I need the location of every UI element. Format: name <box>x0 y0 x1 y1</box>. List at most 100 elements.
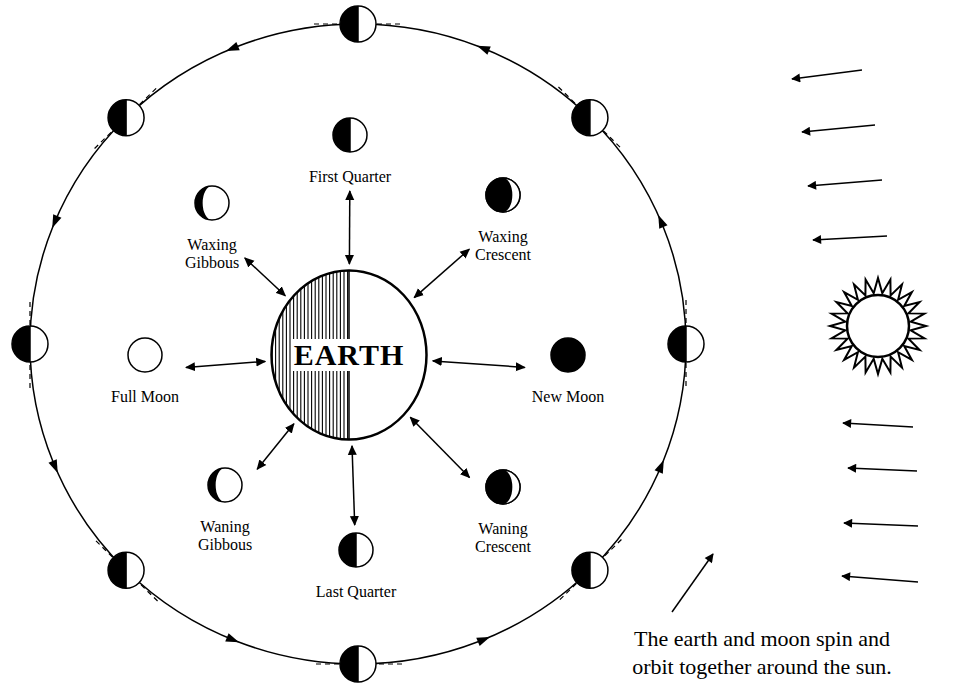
phase-label: Waxing Crescent <box>473 228 533 264</box>
moon-disc <box>108 552 144 588</box>
double-arrow <box>433 361 525 368</box>
tangent-line <box>558 540 621 601</box>
moon-shadow <box>668 326 686 362</box>
light-ray <box>843 423 913 427</box>
moon-icon <box>486 470 520 504</box>
moon-disc <box>128 338 162 372</box>
sun-disc <box>847 295 909 357</box>
light-ray <box>792 70 862 79</box>
moon-shadow <box>108 552 126 588</box>
phase-label: Waning Crescent <box>473 520 533 556</box>
moon-phase-node: Waning Gibbous <box>196 465 254 554</box>
leader-arrow <box>672 554 713 612</box>
moon-icon <box>572 552 608 588</box>
double-arrow <box>245 258 285 296</box>
moon-icon <box>486 178 520 212</box>
moon-shape <box>125 335 165 375</box>
moon-phase-node: Waning Crescent <box>473 467 533 556</box>
hatch-line <box>279 269 280 441</box>
moon-shadow <box>333 118 350 152</box>
tangent-line <box>95 540 158 601</box>
orbit-arrowhead <box>52 214 61 228</box>
light-ray <box>842 576 918 582</box>
moon-icon <box>12 326 48 362</box>
double-arrow <box>257 424 294 470</box>
moon-shape <box>548 335 588 375</box>
moon-icon <box>340 646 376 682</box>
orbit-arrowhead <box>655 460 664 474</box>
sun-symbol <box>830 278 926 374</box>
moon-disc <box>551 338 585 372</box>
moon-shadow <box>572 100 590 136</box>
hatch-line <box>275 269 276 441</box>
light-ray <box>808 180 882 186</box>
double-arrow <box>352 446 355 525</box>
moon-shape <box>192 183 232 223</box>
moon-shape <box>330 115 370 155</box>
earth-label: EARTH <box>291 339 408 371</box>
moon-phase-node: New Moon <box>530 335 606 406</box>
tangent-line <box>558 87 621 148</box>
sunlight-arrows <box>672 70 918 612</box>
moon-icon <box>572 100 608 136</box>
moon-shape <box>483 467 523 507</box>
light-ray <box>848 468 917 471</box>
moon-icon <box>108 552 144 588</box>
phase-label: Last Quarter <box>314 583 398 601</box>
light-ray <box>844 523 918 526</box>
terminator <box>357 6 359 42</box>
moon-phase-node: Waxing Crescent <box>473 175 533 264</box>
terminator <box>357 646 359 682</box>
moon-icon <box>339 533 373 567</box>
double-arrow <box>349 191 351 264</box>
moon-disc <box>108 100 144 136</box>
moon-icon <box>668 326 704 362</box>
moon-disc <box>333 118 367 152</box>
moon-icon <box>551 338 585 372</box>
moon-shape <box>205 465 245 505</box>
moon-disc <box>340 646 376 682</box>
phase-label: Waxing Gibbous <box>183 236 241 272</box>
moon-phase-node: First Quarter <box>307 115 393 186</box>
tangent-line <box>685 300 686 388</box>
moon-icon <box>333 118 367 152</box>
terminator <box>589 100 591 136</box>
moon-disc <box>668 326 704 362</box>
light-ray <box>802 125 875 132</box>
moon-shadow <box>208 468 225 502</box>
moon-icon <box>128 338 162 372</box>
moon-disc <box>572 100 608 136</box>
moon-icon <box>195 186 229 220</box>
light-ray <box>813 236 887 240</box>
double-arrow <box>410 417 469 477</box>
terminator <box>685 326 687 362</box>
orbit-arrowhead <box>477 46 491 55</box>
hatch-line <box>282 269 283 441</box>
moon-icon <box>340 6 376 42</box>
sun-rays <box>830 278 926 374</box>
moon-shadow <box>339 533 356 567</box>
moon-disc <box>339 533 373 567</box>
phase-label: New Moon <box>530 388 606 406</box>
terminator <box>355 533 357 567</box>
orbit-arrowhead <box>658 215 667 229</box>
moon-disc <box>12 326 48 362</box>
terminator <box>125 552 127 588</box>
moon-outline <box>486 470 520 504</box>
orbit-arrowhead <box>226 42 240 51</box>
terminator <box>349 118 351 152</box>
earth-outline <box>272 271 427 440</box>
orbit-path <box>30 24 686 664</box>
hatch-line <box>286 269 287 441</box>
moon-disc <box>208 468 242 502</box>
earth-node: EARTH <box>270 269 428 441</box>
orbit-arrowhead <box>48 459 57 473</box>
moon-shadow <box>108 100 126 136</box>
moon-shape <box>483 175 523 215</box>
terminator <box>589 552 591 588</box>
moon-icon <box>208 468 242 502</box>
moon-outline <box>486 178 520 212</box>
tangent-line <box>95 87 158 148</box>
double-arrow <box>186 361 265 367</box>
